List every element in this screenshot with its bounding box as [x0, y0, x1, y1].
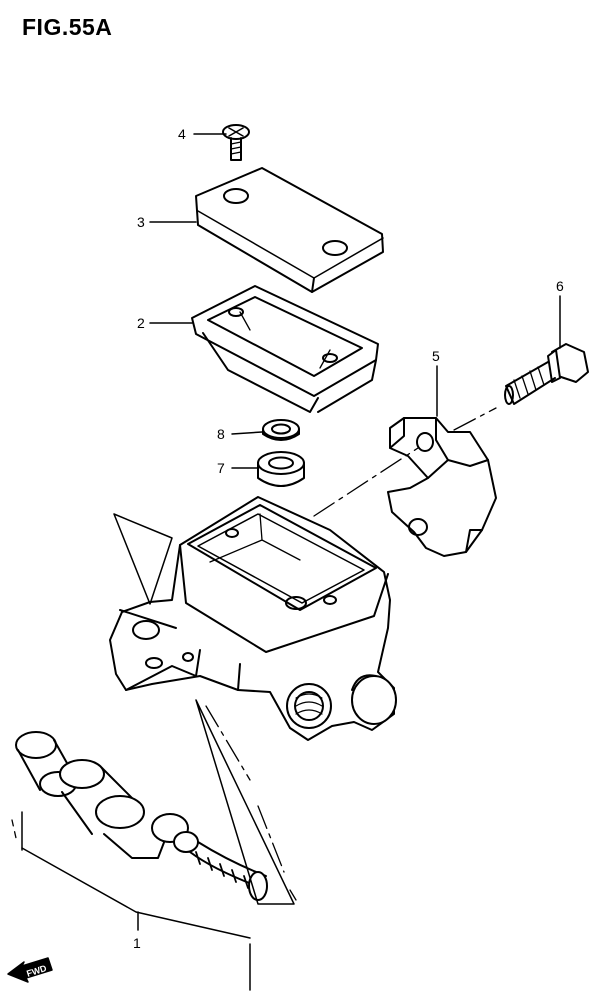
- part-1-piston-assembly: [15, 731, 268, 901]
- callout-2: 2: [137, 315, 145, 331]
- callout-8: 8: [217, 426, 225, 442]
- part-2-diaphragm: [191, 285, 379, 413]
- part-7-seal: [257, 451, 305, 487]
- alignment-lines: [11, 407, 497, 901]
- callout-5: 5: [432, 348, 440, 364]
- assembly-wedge-lines: [113, 513, 295, 905]
- part-5-clamp: [387, 417, 497, 557]
- forward-arrow-icon: FWD: [7, 957, 53, 983]
- callout-7: 7: [217, 460, 225, 476]
- leader-lines: [149, 133, 561, 469]
- callout-1: 1: [133, 935, 141, 951]
- part-4-screw: [222, 124, 250, 161]
- figure-title: FIG.55A: [22, 14, 113, 40]
- part-1-bracket: [21, 811, 251, 991]
- callout-3: 3: [137, 214, 145, 230]
- part-1-master-cylinder: [109, 496, 397, 741]
- part-6-bolt: [504, 343, 589, 405]
- part-8-washer: [262, 419, 300, 441]
- callout-4: 4: [178, 126, 186, 142]
- callout-6: 6: [556, 278, 564, 294]
- part-3-cover: [195, 167, 384, 293]
